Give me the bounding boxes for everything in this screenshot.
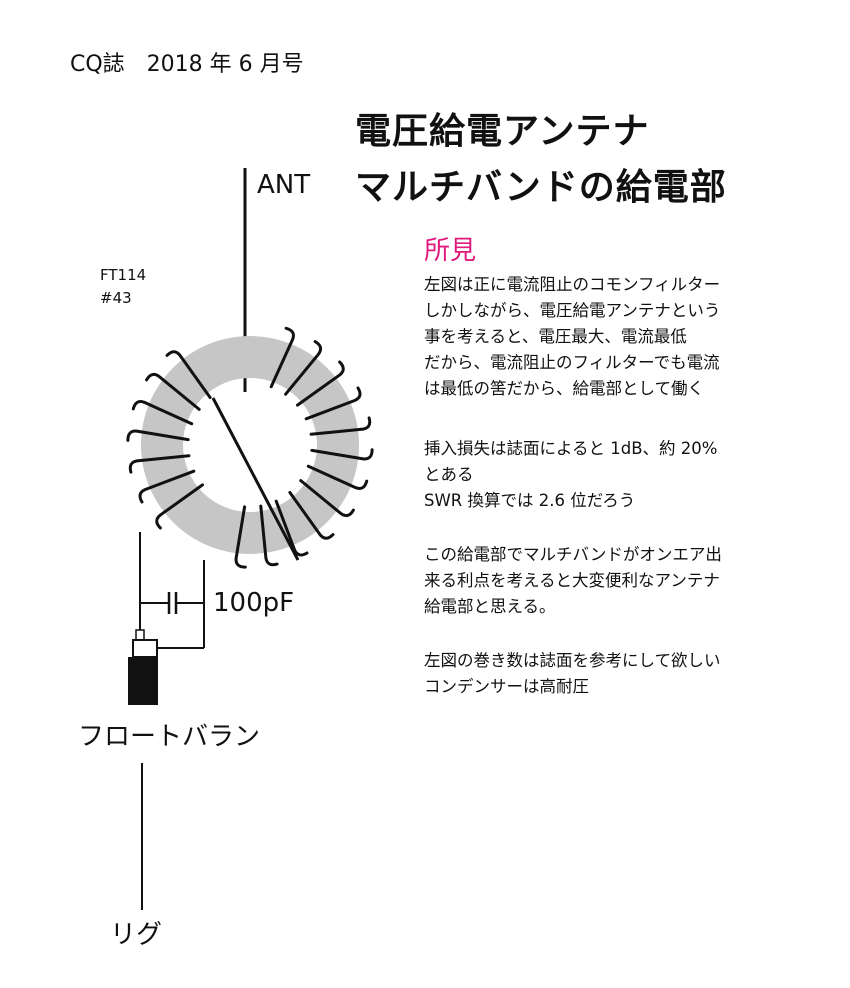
core-material: #43 — [100, 289, 132, 307]
winding-turn — [165, 350, 212, 399]
winding-turn — [234, 505, 247, 569]
text-line: 給電部と思える。 — [424, 597, 556, 616]
paragraph-2: 挿入損失は誌面によると 1dB、約 20% とある SWR 換算では 2.6 位… — [424, 436, 794, 514]
text-line: しかしながら、電圧給電アンテナという — [424, 301, 721, 320]
winding-turn — [288, 491, 335, 540]
winding-turn — [155, 483, 204, 530]
internal-wire — [211, 397, 300, 561]
text-line: は最低の筈だから、給電部として働く — [424, 379, 705, 398]
paragraph-3: この給電部でマルチバンドがオンエア出 来る利点を考えると大変便利なアンテナ 給電… — [424, 542, 794, 620]
ant-label: ANT — [257, 170, 311, 200]
text-line: 来る利点を考えると大変便利なアンテナ — [424, 571, 720, 590]
source-caption: CQ誌 2018 年 6 月号 — [70, 52, 304, 77]
winding-turn — [304, 386, 362, 421]
paragraph-4: 左図の巻き数は誌面を参考にして欲しい コンデンサーは高耐圧 — [424, 648, 794, 700]
text-line: 左図の巻き数は誌面を参考にして欲しい — [424, 651, 721, 670]
capacitor-symbol — [167, 592, 178, 614]
winding-turn — [128, 454, 191, 474]
text-line: SWR 換算では 2.6 位だろう — [424, 491, 636, 510]
title-line-2: マルチバンドの給電部 — [355, 167, 727, 208]
winding-turn — [309, 416, 372, 436]
text-line: だから、電流阻止のフィルターでも電流 — [424, 353, 720, 372]
text-line: 挿入損失は誌面によると 1dB、約 20% — [424, 439, 718, 458]
winding-turn — [296, 360, 345, 407]
paragraph-1: 左図は正に電流阻止のコモンフィルター しかしながら、電圧給電アンテナという 事を… — [424, 272, 794, 402]
winding-turn — [269, 326, 295, 389]
text-line: この給電部でマルチバンドがオンエア出 — [424, 545, 722, 564]
winding-turn — [299, 479, 355, 518]
text-line: とある — [424, 465, 474, 484]
winding-turn — [131, 400, 194, 426]
winding-turn — [145, 372, 201, 411]
winding-turn — [274, 499, 309, 557]
winding-turn — [126, 429, 190, 442]
rig-label: リグ — [110, 920, 163, 950]
circuit-wires — [139, 532, 205, 649]
winding-turn — [310, 448, 374, 461]
capacitor-label: 100pF — [213, 588, 295, 618]
title-line-1: 電圧給電アンテナ — [355, 111, 650, 152]
toroid-windings — [126, 326, 374, 569]
winding-turn — [138, 469, 196, 504]
core-spec-label: FT114 #43 — [100, 264, 146, 310]
text-line: コンデンサーは高耐圧 — [424, 677, 589, 696]
winding-turn — [306, 464, 369, 490]
text-line: 左図は正に電流阻止のコモンフィルター — [424, 275, 721, 294]
core-type: FT114 — [100, 266, 147, 284]
balun-label: フロートバラン — [78, 722, 261, 752]
coax-connector — [128, 629, 158, 705]
text-line: 事を考えると、電圧最大、電流最低 — [424, 327, 687, 346]
findings-heading: 所見 — [424, 236, 477, 266]
winding-turn — [259, 504, 279, 567]
toroid-core — [141, 336, 359, 554]
winding-turn — [284, 340, 323, 396]
